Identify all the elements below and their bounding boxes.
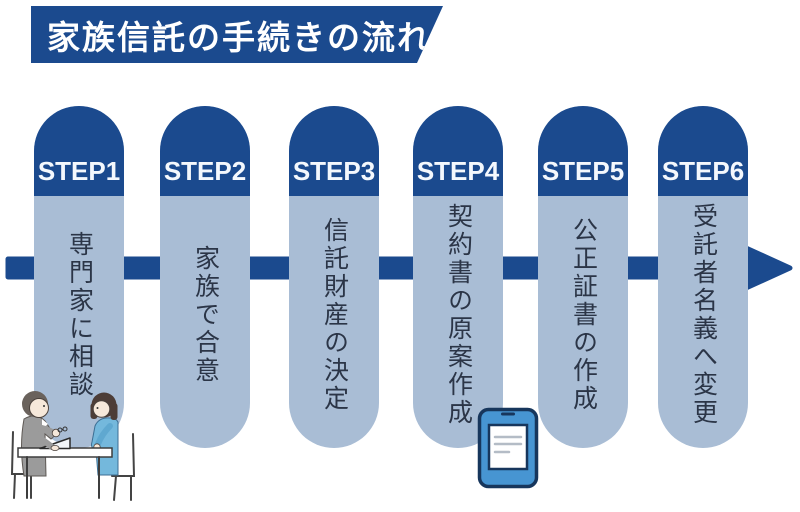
step-label: STEP5 xyxy=(541,156,625,186)
step-text: 家族で合意 xyxy=(191,245,220,385)
step-pill-5-body: 公正証書の作成 xyxy=(538,196,628,448)
step-pill-5: STEP5 公正証書の作成 xyxy=(538,106,628,448)
step-pill-2: STEP2 家族で合意 xyxy=(160,106,250,448)
step-label: STEP2 xyxy=(163,156,247,186)
step-text: 信託財産の決定 xyxy=(320,217,349,413)
step-label: STEP3 xyxy=(292,156,376,186)
step-pill-1-body: 専門家に相談 xyxy=(34,196,124,448)
step-pill-2-body: 家族で合意 xyxy=(160,196,250,448)
step-pill-6-body: 受託者名義へ変更 xyxy=(658,196,748,448)
consultation-people-icon xyxy=(10,391,136,501)
step-label: STEP4 xyxy=(416,156,500,186)
step-text: 契約書の原案作成 xyxy=(444,203,473,427)
step-text: 専門家に相談 xyxy=(65,231,94,399)
step-pill-6: STEP6 受託者名義へ変更 xyxy=(658,106,748,448)
step-pill-3: STEP3 信託財産の決定 xyxy=(289,106,379,448)
page-title: 家族信託の手続きの流れ xyxy=(47,18,432,56)
step-pill-3-header: STEP3 xyxy=(289,106,379,196)
step-label: STEP1 xyxy=(37,156,121,186)
step-pill-1-header: STEP1 xyxy=(34,106,124,196)
step-pill-3-body: 信託財産の決定 xyxy=(289,196,379,448)
title-banner: 家族信託の手続きの流れ xyxy=(31,6,443,63)
step-text: 受託者名義へ変更 xyxy=(689,203,718,427)
step-text: 公正証書の作成 xyxy=(569,217,598,413)
step-label: STEP6 xyxy=(661,156,745,186)
step-pill-5-header: STEP5 xyxy=(538,106,628,196)
step-pill-4-body: 契約書の原案作成 xyxy=(413,196,503,448)
step-pill-2-header: STEP2 xyxy=(160,106,250,196)
step-pill-6-header: STEP6 xyxy=(658,106,748,196)
step-pill-4: STEP4 契約書の原案作成 xyxy=(413,106,503,448)
step-pill-4-header: STEP4 xyxy=(413,106,503,196)
step-pill-1: STEP1 専門家に相談 xyxy=(34,106,124,448)
tablet-document-icon xyxy=(477,407,539,489)
